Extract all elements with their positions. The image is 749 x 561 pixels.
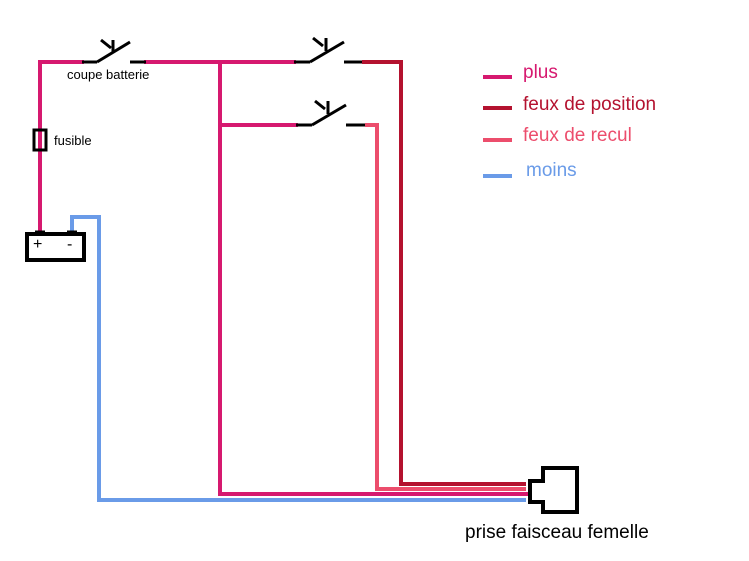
wire-feux-de-position xyxy=(362,60,526,486)
legend-text-recul: feux de recul xyxy=(523,125,632,146)
fusible-label: fusible xyxy=(52,133,94,148)
legend-text-moins: moins xyxy=(526,160,577,181)
prise-connector xyxy=(528,466,579,514)
legend-text-plus: plus xyxy=(523,62,558,83)
battery-minus-sign: - xyxy=(67,236,73,253)
legend-text-position: feux de position xyxy=(523,94,657,115)
wire-plus xyxy=(38,60,528,496)
switch-feux-de-recul xyxy=(296,99,365,127)
battery-plus-sign: + xyxy=(33,236,43,253)
prise-label: prise faisceau femelle xyxy=(461,521,653,544)
fusible-symbol xyxy=(32,128,48,152)
switch-feux-de-position xyxy=(294,36,362,64)
switch-coupe-batterie xyxy=(82,38,146,64)
battery xyxy=(25,230,86,262)
coupe-batterie-label: coupe batterie xyxy=(65,67,152,82)
wire-moins xyxy=(70,215,526,502)
wire-feux-de-recul xyxy=(365,123,526,491)
